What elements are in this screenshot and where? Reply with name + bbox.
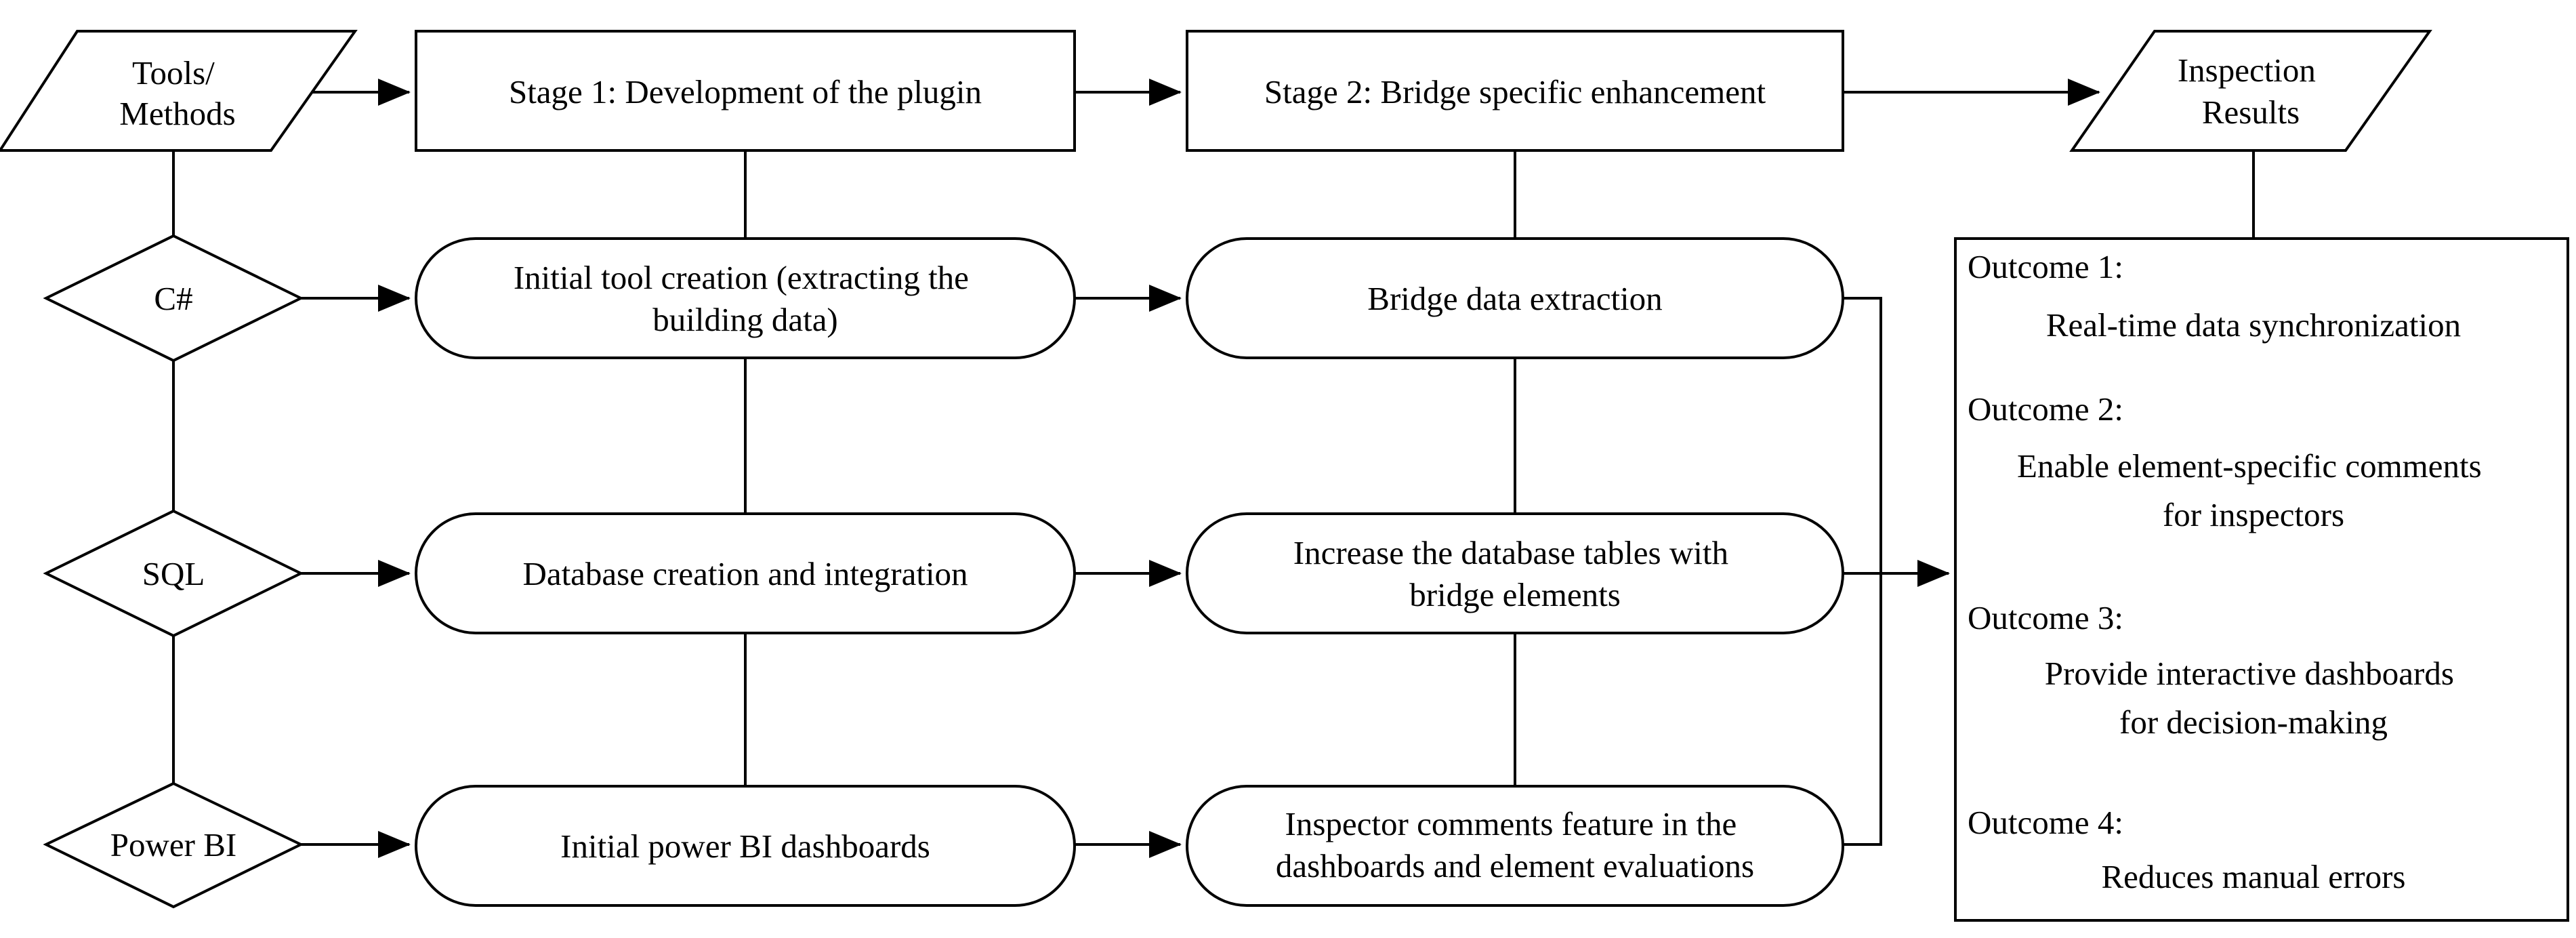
tool-power-bi: Power BI: [43, 781, 304, 909]
stage2-step-inspector-comments: Inspector comments feature in the dashbo…: [1186, 785, 1844, 907]
stage2-header-label: Stage 2: Bridge specific enhancement: [1264, 73, 1766, 110]
results-merge-connector: [1843, 297, 1950, 846]
stage1-step-database: Database creation and integration: [415, 512, 1076, 634]
stage2-step-database-tables-box: [1186, 512, 1844, 634]
results-header-parallelogram: [2069, 30, 2432, 152]
stage2-step-database-tables-label: Increase the database tables with bridge…: [1293, 534, 1737, 613]
outcome-2: Outcome 2: Enable element-specific comme…: [1968, 390, 2490, 533]
outcome-1-title: Outcome 1:: [1968, 248, 2123, 285]
outcome-1-text: Real-time data synchronization: [2046, 306, 2461, 344]
stage1-step-tool-creation-box: [415, 237, 1076, 359]
stage2-step-inspector-comments-label: Inspector comments feature in the dashbo…: [1276, 805, 1754, 884]
outcome-4-title: Outcome 4:: [1968, 804, 2123, 841]
stage1-step-dashboards: Initial power BI dashboards: [415, 785, 1076, 907]
vertical-connectors: [172, 117, 2255, 802]
stage1-step-database-box: [415, 512, 1076, 634]
outcome-3-text: Provide interactive dashboards for decis…: [2045, 655, 2462, 741]
stage2-step-bridge-extraction-box: [1186, 237, 1844, 359]
tool-power-bi-diamond: [43, 781, 304, 909]
tool-csharp-diamond: [43, 234, 304, 363]
stage1-step-dashboards-box: [415, 785, 1076, 907]
outcome-2-title: Outcome 2:: [1968, 390, 2123, 428]
outcomes-panel: Outcome 1: Real-time data synchronizatio…: [1954, 237, 2569, 922]
outcome-1: Outcome 1: Real-time data synchronizatio…: [1968, 248, 2461, 344]
tool-csharp: C#: [43, 234, 304, 363]
horizontal-arrows: [297, 79, 2100, 858]
outcome-3: Outcome 3: Provide interactive dashboard…: [1968, 599, 2462, 741]
tool-csharp-label: C#: [154, 280, 192, 317]
stage2-header-box: [1186, 30, 1844, 152]
results-header: Inspection Results: [2069, 30, 2432, 152]
tool-sql-label: SQL: [142, 555, 205, 592]
tools-header-parallelogram: [0, 30, 358, 152]
outcome-3-title: Outcome 3:: [1968, 599, 2123, 636]
stage2-step-inspector-comments-box: [1186, 785, 1844, 907]
stage1-header: Stage 1: Development of the plugin: [415, 30, 1076, 152]
stage2-step-database-tables: Increase the database tables with bridge…: [1186, 512, 1844, 634]
tool-sql-diamond: [43, 509, 304, 638]
stage1-header-box: [415, 30, 1076, 152]
tool-sql: SQL: [43, 509, 304, 638]
stage1-header-label: Stage 1: Development of the plugin: [509, 73, 982, 110]
stage2-step-bridge-extraction: Bridge data extraction: [1186, 237, 1844, 359]
tools-header-label: Tools/ Methods: [119, 54, 236, 132]
stage2-step-bridge-extraction-label: Bridge data extraction: [1367, 280, 1662, 317]
stage2-header: Stage 2: Bridge specific enhancement: [1186, 30, 1844, 152]
outcomes-box: [1954, 237, 2569, 922]
tools-header: Tools/ Methods: [0, 30, 358, 152]
stage1-step-tool-creation-label: Initial tool creation (extracting the bu…: [514, 259, 977, 338]
merge-bracket-line: [1843, 297, 1882, 846]
stage1-step-database-label: Database creation and integration: [522, 555, 968, 592]
stage1-step-dashboards-label: Initial power BI dashboards: [560, 828, 930, 865]
outcome-4: Outcome 4: Reduces manual errors: [1968, 804, 2406, 895]
outcome-4-text: Reduces manual errors: [2102, 858, 2406, 895]
tool-power-bi-label: Power BI: [110, 826, 236, 863]
stage1-step-tool-creation: Initial tool creation (extracting the bu…: [415, 237, 1076, 359]
results-header-label: Inspection Results: [2178, 52, 2324, 131]
outcome-2-text: Enable element-specific comments for ins…: [2017, 447, 2490, 533]
